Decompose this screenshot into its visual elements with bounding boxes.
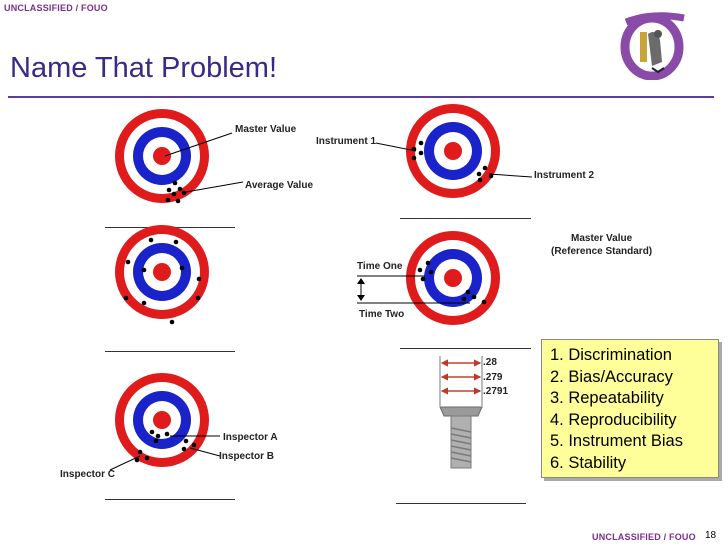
agency-logo xyxy=(612,10,692,80)
target-repeatability xyxy=(115,225,209,319)
label-instrument-2: Instrument 2 xyxy=(534,170,595,181)
header-classification: UNCLASSIFIED / FOUO xyxy=(4,3,108,13)
target-instrument-bias-shots xyxy=(411,140,494,183)
label-inspector-a: Inspector A xyxy=(223,432,278,443)
measurement-3: .2791 xyxy=(483,386,509,397)
answer-item: 2. Bias/Accuracy xyxy=(550,367,673,386)
label-average-value: Average Value xyxy=(245,180,314,191)
label-inspector-c: Inspector C xyxy=(60,469,116,480)
answer-item: 4. Reproducibility xyxy=(550,410,677,429)
label-time-two: Time Two xyxy=(359,309,405,320)
master-value-note-line1: Master Value xyxy=(571,233,633,244)
answer-item: 3. Repeatability xyxy=(550,389,664,407)
label-master-value: Master Value xyxy=(235,124,297,135)
measurement-1: .28 xyxy=(483,357,497,368)
page-number: 18 xyxy=(705,530,717,541)
target-bias xyxy=(115,109,209,203)
answer-choices-box: 1. Discrimination 2. Bias/Accuracy 3. Re… xyxy=(541,339,719,478)
target-stability-shots xyxy=(417,260,487,305)
target-bias-shots xyxy=(165,180,187,204)
title-underline xyxy=(8,96,714,98)
target-stability xyxy=(406,231,500,325)
target-reproducibility xyxy=(115,373,209,467)
footer-classification: UNCLASSIFIED / FOUO xyxy=(592,532,696,542)
bolt-drawing xyxy=(439,356,483,469)
answer-item: 1. Discrimination xyxy=(550,346,672,364)
answer-item: 6. Stability xyxy=(550,453,627,472)
label-inspector-b: Inspector B xyxy=(219,451,275,462)
label-instrument-1: Instrument 1 xyxy=(316,136,377,147)
answer-item: 5. Instrument Bias xyxy=(550,432,683,450)
target-repeatability-shots xyxy=(123,237,202,325)
page-title: Name That Problem! xyxy=(10,52,278,84)
measurement-2: .279 xyxy=(483,372,503,383)
target-reproducibility-shots xyxy=(134,429,197,463)
master-value-note-line2: (Reference Standard) xyxy=(551,246,653,257)
label-time-one: Time One xyxy=(357,261,403,272)
